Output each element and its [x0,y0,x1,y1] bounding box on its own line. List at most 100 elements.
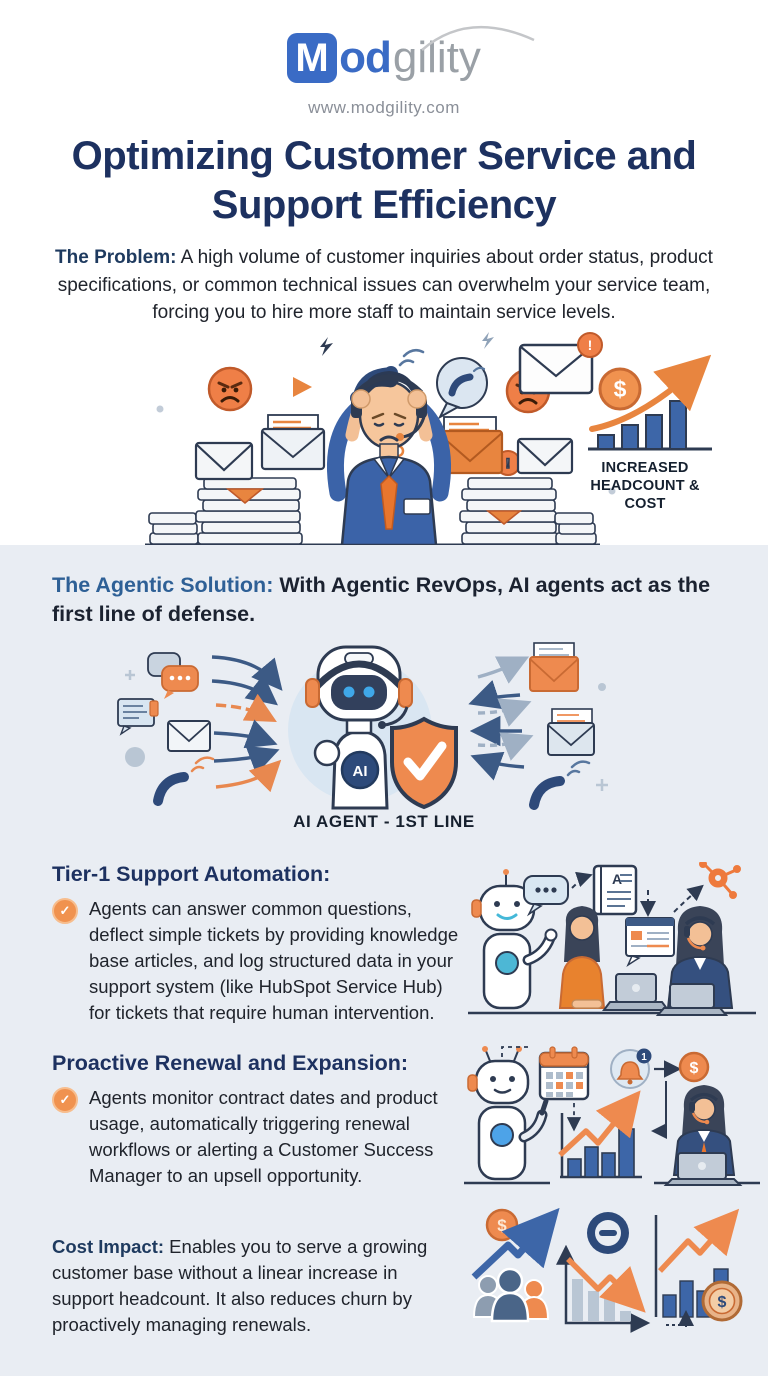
up-arrow-icon [657,1208,740,1273]
ringed-coin-icon: $ [701,1280,743,1322]
dot-icon [598,683,606,691]
renewal-bullet: ✓ Agents monitor contract dates and prod… [52,1085,460,1189]
chat-bubbles-icon [147,652,199,699]
svg-text:1: 1 [641,1052,647,1063]
cost-scene: $ [471,1207,743,1333]
brand-logo: M od gility [0,0,768,90]
elbow-arrow-icon [651,1081,668,1139]
svg-text:!: ! [506,455,511,471]
play-icon [293,376,312,397]
svg-text:AI: AI [353,763,368,780]
customer-group-icon [472,1267,550,1323]
alert-bell-icon: 1 [610,1048,652,1089]
open-envelope-icon [436,415,504,474]
tier1-bullet-text: Agents can answer common questions, defl… [89,898,459,1023]
cost-label: Cost Impact: [52,1235,165,1257]
tier1-heading: Tier-1 Support Automation: [52,862,331,886]
bar-chart-icon: $ [588,354,712,450]
envelope-icon [194,437,574,480]
ai-badge [340,750,380,790]
problem-illustration: ! [0,331,768,551]
cost-illustration: $ [460,1197,768,1337]
phone-icon [153,756,215,806]
speech-bubble-phone-icon [436,356,488,419]
robot-agent-icon: AI [288,645,432,810]
down-arrow-icon [566,1257,646,1313]
tier1-illustration: A [460,862,768,1027]
growth-arrow-icon [471,1207,560,1280]
svg-text:$: $ [690,1060,699,1077]
open-envelope-icon [529,642,579,692]
hubspot-sprocket-icon [699,862,741,899]
check-icon: ✓ [52,1087,78,1113]
paper-stack-icon [148,476,303,545]
rising-bar-chart-icon [558,1090,642,1179]
svg-text:$: $ [718,1294,727,1311]
problem-text: A high volume of customer inquiries abou… [57,247,713,323]
solution-label: The Agentic Solution: [52,573,274,597]
growth-arrow-icon [589,354,712,432]
renewal-text: Proactive Renewal and Expansion: ✓ Agent… [0,1051,460,1189]
cost-body: Enables you to serve a growing customer … [52,1235,428,1335]
flow-arrow-icon [468,656,534,781]
page-title: Optimizing Customer Service and Support … [71,134,697,227]
declining-bars-icon [556,1244,651,1333]
svg-text:$: $ [497,1216,507,1235]
agent-caption: AI AGENT - 1ST LINE [293,812,475,831]
problem-label: The Problem: [55,247,177,268]
solution-text: With Agentic RevOps, AI agents act as th… [52,573,711,626]
angry-face-icon [207,366,253,411]
laptop-icon [655,983,729,1016]
plus-icon [125,670,135,680]
cost-text: Cost Impact: Enables you to serve a grow… [0,1215,460,1356]
renewal-illustration: 1 $ [460,1043,768,1193]
envelope-icon [167,720,211,752]
plus-icon [596,779,608,791]
tier1-text: Tier-1 Support Automation: ✓ Agents can … [0,862,460,1026]
check-icon: ✓ [52,898,78,924]
chart-caption: INCREASED HEADCOUNT & COST [590,459,700,512]
robot-icon [471,869,558,1010]
svg-text:A: A [612,871,622,887]
dollar-coin-icon [598,367,642,410]
laptop-icon [602,973,670,1011]
phone-icon [529,760,591,810]
message-card-icon [117,698,159,736]
speech-dots-icon [523,875,569,917]
calendar-icon [538,1046,590,1101]
laptop-icon [663,1152,743,1186]
letter-envelope-icon [547,708,595,756]
cost-section: Cost Impact: Enables you to serve a grow… [0,1207,768,1356]
renewal-section: Proactive Renewal and Expansion: ✓ Agent… [0,1046,768,1193]
logo-text-light: gility [392,33,481,82]
logo-swoosh-icon [421,25,535,51]
ticket-card-icon [625,917,675,967]
top-section: M od gility www.modgility.com Optimizing… [0,0,768,546]
minus-circle-icon [587,1212,629,1254]
dollar-coin-icon: $ [678,1051,710,1083]
logo-text-bold: od [339,33,392,82]
dot-icon [125,747,145,767]
customer-icon [558,906,606,1009]
solution-heading: The Agentic Solution: With Agentic RevOp… [0,545,768,629]
robot-icon [467,1046,549,1181]
overwhelmed-agent-icon [326,370,452,546]
svg-text:$: $ [614,376,627,402]
envelope-alert-icon: ! [518,331,603,394]
renewal-heading: Proactive Renewal and Expansion: [52,1051,409,1075]
ai-agent-illustration: AI [117,642,608,810]
dashed-arrow-icon [571,871,593,889]
tier1-bullet: ✓ Agents can answer common questions, de… [52,896,460,1026]
renewal-scene: 1 $ [464,1046,760,1186]
tier1-scene: A [468,862,756,1016]
svg-text:!: ! [588,337,593,353]
overwhelmed-agent-scene: ! [145,331,712,546]
shield-check-icon [390,716,458,810]
dollar-coin-icon: $ [485,1208,519,1242]
renewal-bullet-text: Agents monitor contract dates and produc… [89,1087,438,1186]
logo-m-badge: M [287,33,338,83]
dashed-arrow-icon [673,884,704,913]
website-url: www.modgility.com [308,98,460,117]
solution-section: The Agentic Solution: With Agentic RevOp… [0,545,768,1376]
